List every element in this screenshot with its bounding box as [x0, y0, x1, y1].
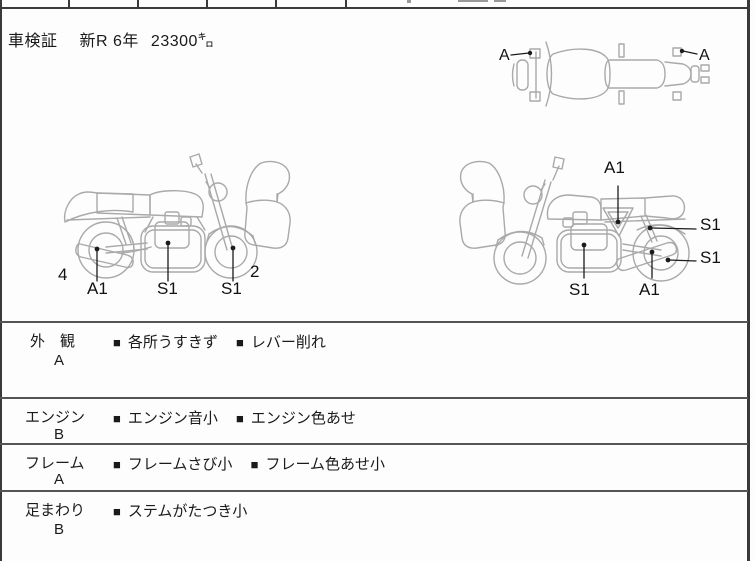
section-notes: ■ エンジン音小 ■ エンジン色あせ: [113, 407, 370, 428]
note-text: エンジン音小: [127, 410, 218, 427]
motorcycle-right-side-drawing: [459, 156, 697, 285]
section-frame: フレーム A ■ フレームさび小 ■ フレーム色あせ小: [0, 443, 748, 490]
bullet-icon: ■: [113, 335, 121, 350]
diagram-label-top-right: A: [699, 47, 710, 64]
bullet-icon: ■: [113, 457, 121, 472]
section-notes: ■ 各所うすきず ■ レバー削れ: [113, 331, 340, 352]
motorcycle-left-side-drawing: [63, 153, 291, 282]
diagram-label-left-2: 2: [250, 262, 260, 281]
diagram-label-left-4: 4: [58, 265, 68, 284]
table-divider: [275, 0, 277, 9]
note-text: エンジン色あせ: [250, 410, 356, 427]
table-divider: [137, 0, 139, 9]
mileage-value: 23300㌔: [150, 33, 215, 50]
diagram-label-left-s1-fork: S1: [221, 279, 242, 298]
section-category: 外 観: [30, 333, 76, 350]
bullet-icon: ■: [236, 411, 244, 426]
vehicle-cert-label: 車検証: [8, 33, 58, 50]
cutoff-text-fragment: [458, 0, 488, 2]
bullet-icon: ■: [250, 457, 259, 472]
note-text: ステムがたつき小: [127, 503, 248, 520]
table-divider: [68, 0, 70, 9]
motorcycle-top-view-drawing: [510, 41, 710, 107]
section-category: エンジン: [25, 409, 86, 426]
section-notes: ■ フレームさび小 ■ フレーム色あせ小: [113, 453, 399, 474]
diagram-label-right-a1-top: A1: [604, 158, 625, 177]
diagram-label-left-a1: A1: [87, 279, 108, 298]
section-exterior: 外 観 A ■ 各所うすきず ■ レバー削れ: [0, 321, 748, 397]
section-grade: A: [53, 471, 64, 488]
cutoff-text-fragment: [407, 0, 411, 3]
note-text: フレーム色あせ小: [265, 456, 386, 473]
table-divider: [206, 0, 208, 9]
cutoff-text-fragment: [494, 0, 506, 2]
page-right-border: [747, 0, 750, 561]
table-divider: [345, 0, 347, 9]
diagram-label-right-s1-engine: S1: [569, 280, 590, 299]
section-grade: A: [53, 352, 64, 369]
bullet-icon: ■: [113, 504, 121, 519]
page-left-border: [0, 0, 2, 561]
diagram-label-left-s1-engine: S1: [157, 279, 178, 298]
diagram-label-top-left: A: [499, 47, 510, 64]
diagram-label-right-a1-muffler: A1: [639, 280, 660, 299]
section-undercarriage: 足まわり B ■ ステムがたつき小: [0, 490, 748, 561]
note-text: レバー削れ: [250, 334, 326, 351]
bullet-icon: ■: [236, 335, 244, 350]
bullet-icon: ■: [113, 411, 121, 426]
diagram-label-right-s1-shock: S1: [700, 215, 721, 234]
note-text: フレームさび小: [127, 456, 233, 473]
section-grade: B: [53, 521, 64, 538]
section-category: 足まわり: [25, 502, 86, 519]
section-category: フレーム: [25, 455, 85, 472]
vehicle-cert-line: 車検証 新R 6年 23300㌔: [8, 27, 214, 51]
section-notes: ■ ステムがたつき小: [113, 500, 261, 521]
note-text: 各所うすきず: [127, 334, 218, 351]
section-engine: エンジン B ■ エンジン音小 ■ エンジン色あせ: [0, 397, 748, 443]
top-table-row-line: [0, 7, 748, 9]
registration-year: 新R 6年: [79, 33, 139, 50]
diagram-label-right-s1-wheel: S1: [700, 248, 721, 267]
section-grade: B: [53, 426, 64, 443]
